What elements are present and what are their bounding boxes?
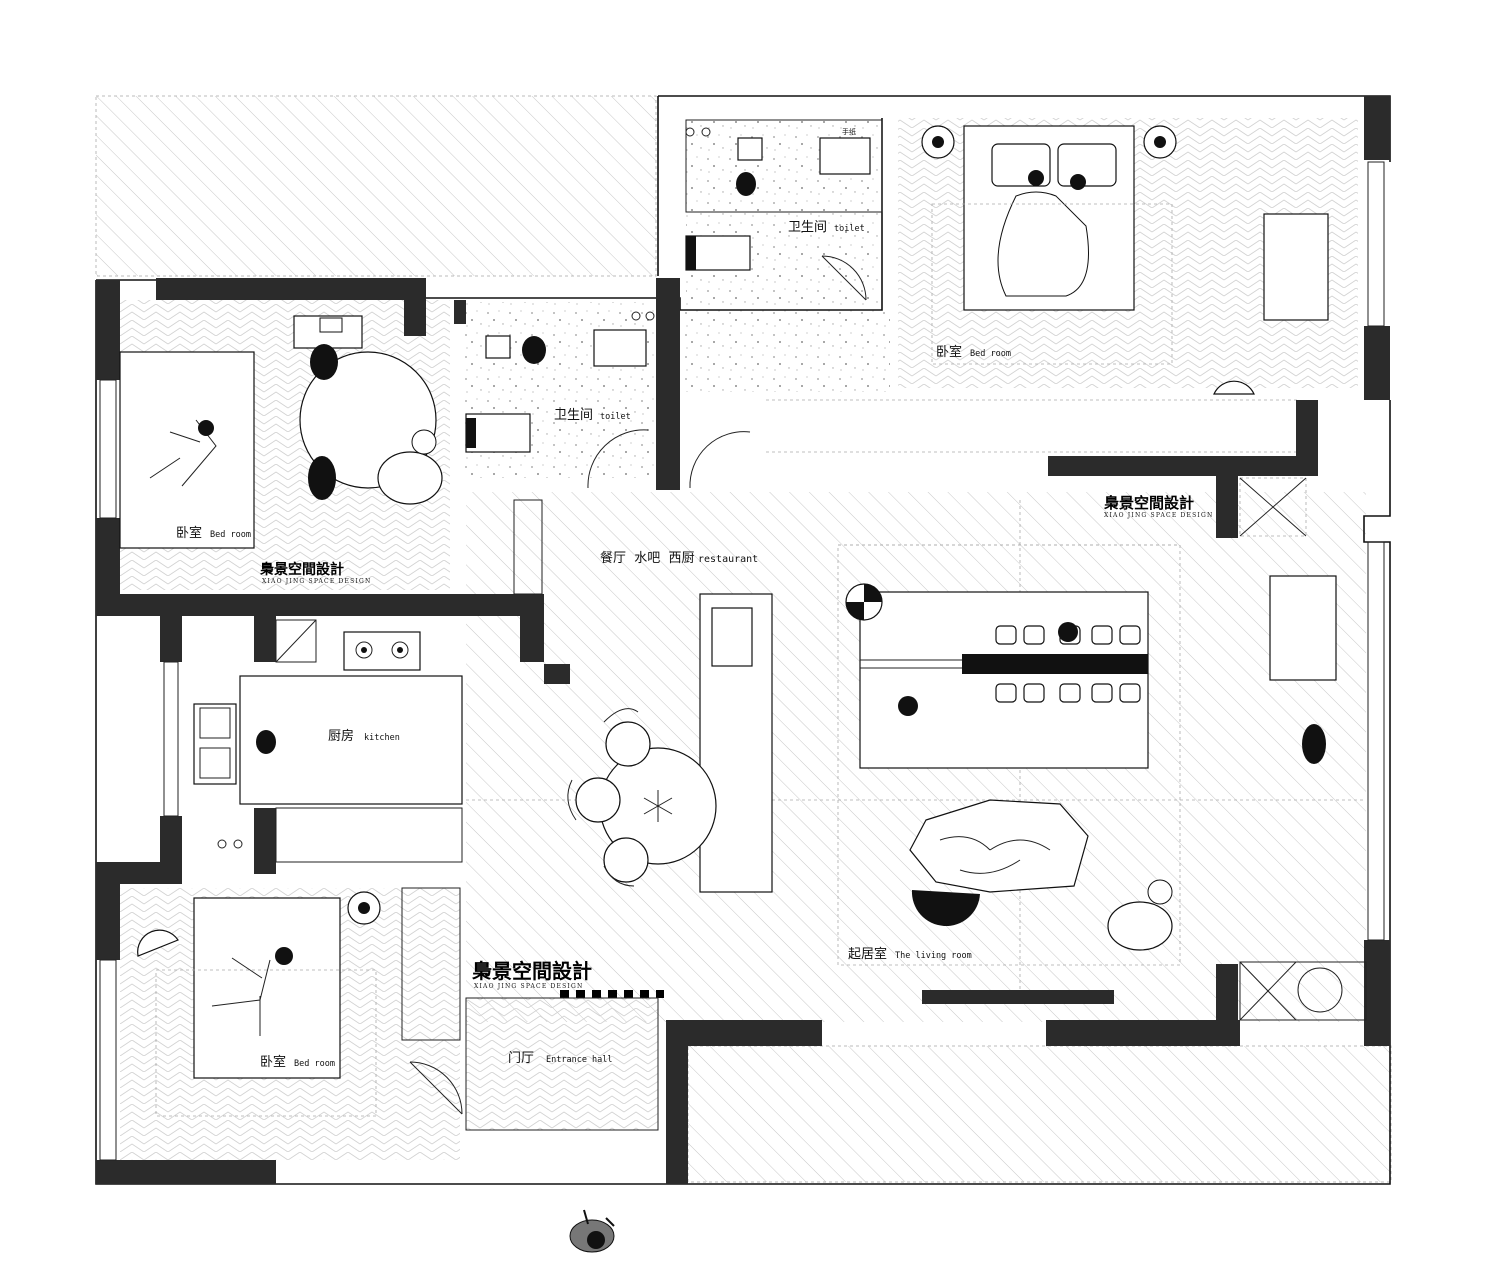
brand-name: 梟景空間設計 (259, 561, 344, 578)
walls (95, 95, 1391, 1185)
room-name-en: kitchen (364, 733, 400, 743)
label-bedroom-sw: 卧室 Bed room (260, 1054, 335, 1070)
label-bedroom-nw: 卧室 Bed room (176, 525, 251, 541)
brand-name: 梟景空間設計 (1103, 494, 1194, 512)
toilet-2-fixtures (465, 311, 751, 489)
room-name: 起居室 (848, 946, 887, 962)
brand-sub: XIAO JING SPACE DESIGN (1104, 512, 1213, 519)
room-name: 卧室 (260, 1054, 286, 1070)
label-entrance: 门厅 Entrance hall (508, 1051, 613, 1066)
label-toilet-2: 卫生间 toilet (554, 408, 631, 423)
terrace-south (687, 1045, 1392, 1183)
bedroom-nw-furniture (119, 315, 543, 595)
brand-mark-3: 梟景空間設計 XIAO JING SPACE DESIGN (471, 959, 592, 990)
room-name-en: Entrance hall (546, 1055, 613, 1065)
label-living: 起居室 The living room (848, 946, 972, 962)
kitchen-furniture (193, 619, 463, 863)
brand-sub: XIAO JING SPACE DESIGN (262, 578, 371, 585)
label-toilet-1: 卫生间 toilet (788, 220, 865, 235)
brand-sub: XIAO JING SPACE DESIGN (474, 983, 583, 990)
room-name: 卫生间 (788, 220, 827, 235)
toilet-1-fixtures: 手纸 (685, 119, 883, 301)
room-name: 厨房 (328, 728, 354, 744)
brand-name: 梟景空間設計 (471, 959, 592, 983)
terrace-north (95, 95, 657, 277)
room-name-en: Bed room (970, 349, 1011, 359)
brand-mark-2: 梟景空間設計 XIAO JING SPACE DESIGN (1103, 494, 1213, 519)
entrance-hall (465, 997, 659, 1131)
label-bedroom-ne: 卧室 Bed room (936, 344, 1011, 360)
room-name: 卧室 (176, 525, 202, 541)
toilet-fixture-label: 手纸 (842, 127, 856, 136)
room-name: 卧室 (936, 344, 962, 360)
label-restaurant: 餐厅 水吧 西厨 restaurant (600, 550, 758, 566)
room-name: 卫生间 (554, 408, 593, 423)
living-room-furniture (845, 575, 1367, 1021)
visitor-figure (569, 1209, 615, 1253)
room-name: 餐厅 水吧 西厨 (600, 550, 695, 566)
room-name-en: Bed room (294, 1059, 335, 1069)
brand-mark-1: 梟景空間設計 XIAO JING SPACE DESIGN (259, 561, 371, 585)
room-name-en: The living room (895, 951, 972, 961)
room-name-en: Bed room (210, 530, 251, 540)
restaurant-furniture (567, 593, 773, 893)
room-name: 门厅 (508, 1051, 534, 1066)
room-name-en: restaurant (698, 554, 758, 565)
bedroom-ne-furniture (921, 125, 1329, 537)
room-name-en: toilet (600, 412, 631, 422)
bedroom-sw-furniture (137, 887, 463, 1117)
label-kitchen: 厨房 kitchen (328, 728, 400, 744)
room-name-en: toilet (834, 224, 865, 234)
